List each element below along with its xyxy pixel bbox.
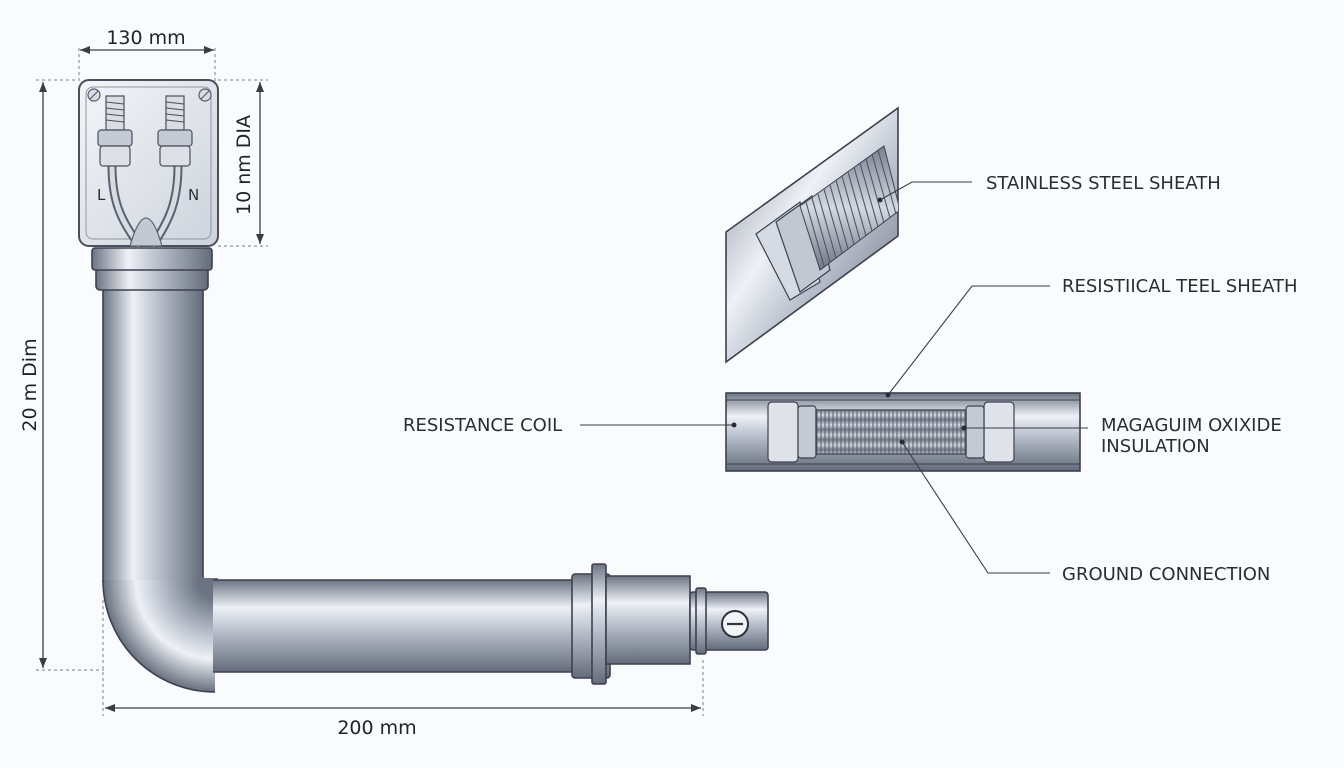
corner-screw-icon [87, 88, 101, 102]
terminal-stud-neutral [157, 95, 193, 167]
terminal-label-live: L [97, 186, 106, 204]
corner-screw-icon [198, 88, 212, 102]
callout-resistical-sheath-label: RESISTIICAL TEEL SHEATH [1062, 276, 1298, 297]
terminal-label-neutral: N [188, 186, 199, 204]
callout-ground-connection-label: GROUND CONNECTION [1062, 564, 1270, 585]
dimension-total-height: 20 m Dim [19, 79, 104, 671]
callout-insulation-line1: MAGAGUIM OXIXIDE [1101, 415, 1282, 436]
dimension-total-height-label: 20 m Dim [19, 338, 41, 431]
cutaway-diagonal [725, 106, 899, 364]
dimension-top-width: 130 mm [78, 27, 216, 84]
callout-insulation: MAGAGUIM OXIXIDE INSULATION [961, 415, 1282, 457]
heater-tube [102, 281, 577, 693]
dimension-box-height-label: 10 nm DIA [233, 115, 255, 215]
callout-stainless-sheath: STAINLESS STEEL SHEATH [877, 173, 1221, 203]
ground-symbol-icon [721, 610, 749, 638]
callout-insulation-line2: INSULATION [1101, 436, 1210, 457]
callout-resistance-coil: RESISTANCE COIL [403, 415, 737, 436]
dimension-top-width-label: 130 mm [106, 27, 185, 49]
tube-collar [91, 247, 213, 291]
dimension-bottom-length-label: 200 mm [337, 717, 416, 739]
callout-resistical-sheath: RESISTIICAL TEEL SHEATH [885, 276, 1298, 398]
terminal-stud-live [97, 95, 133, 167]
dimension-box-height: 10 nm DIA [218, 79, 268, 247]
terminal-box: L N [78, 79, 219, 249]
end-fitting [571, 563, 769, 685]
callout-stainless-sheath-label: STAINLESS STEEL SHEATH [986, 173, 1221, 194]
callout-resistance-coil-label: RESISTANCE COIL [403, 415, 562, 436]
cross-section-horizontal [725, 392, 1081, 472]
dimension-bottom-length: 200 mm [102, 600, 704, 739]
callout-ground-connection: GROUND CONNECTION [899, 439, 1270, 585]
